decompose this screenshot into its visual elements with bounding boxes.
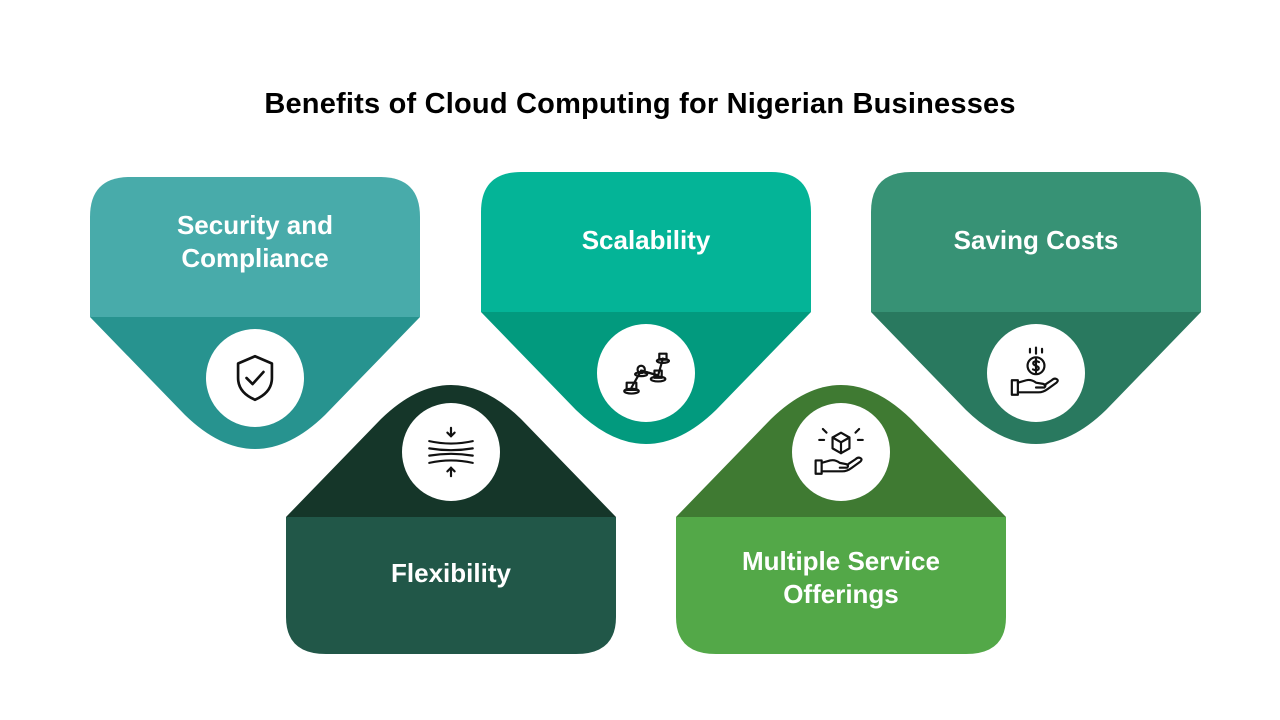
card-label: Flexibility — [391, 558, 511, 588]
icon-badge — [206, 329, 304, 427]
hand-dollar-icon — [1010, 346, 1059, 396]
shield-check-icon — [236, 354, 274, 402]
icon-badge — [402, 403, 500, 501]
card-multiple-service-offerings: Multiple Service Offerings — [676, 382, 1006, 657]
card-saving-costs: Saving Costs — [871, 172, 1201, 447]
card-scalability: Scalability — [481, 172, 811, 447]
card-label: Security and Compliance — [176, 210, 334, 273]
compress-arrows-icon — [428, 426, 474, 478]
hand-box-icon — [814, 427, 864, 475]
card-label: Saving Costs — [953, 225, 1119, 255]
page-title: Benefits of Cloud Computing for Nigerian… — [264, 88, 1016, 120]
card-label: Multiple Service Offerings — [742, 546, 940, 609]
icon-badge — [987, 324, 1085, 422]
icon-badge — [792, 403, 890, 501]
icon-badge — [597, 324, 695, 422]
card-security-compliance: Security and Compliance — [90, 177, 420, 452]
card-flexibility: Flexibility — [286, 382, 616, 657]
scaling-network-icon — [623, 352, 671, 395]
card-label: Scalability — [581, 225, 711, 255]
